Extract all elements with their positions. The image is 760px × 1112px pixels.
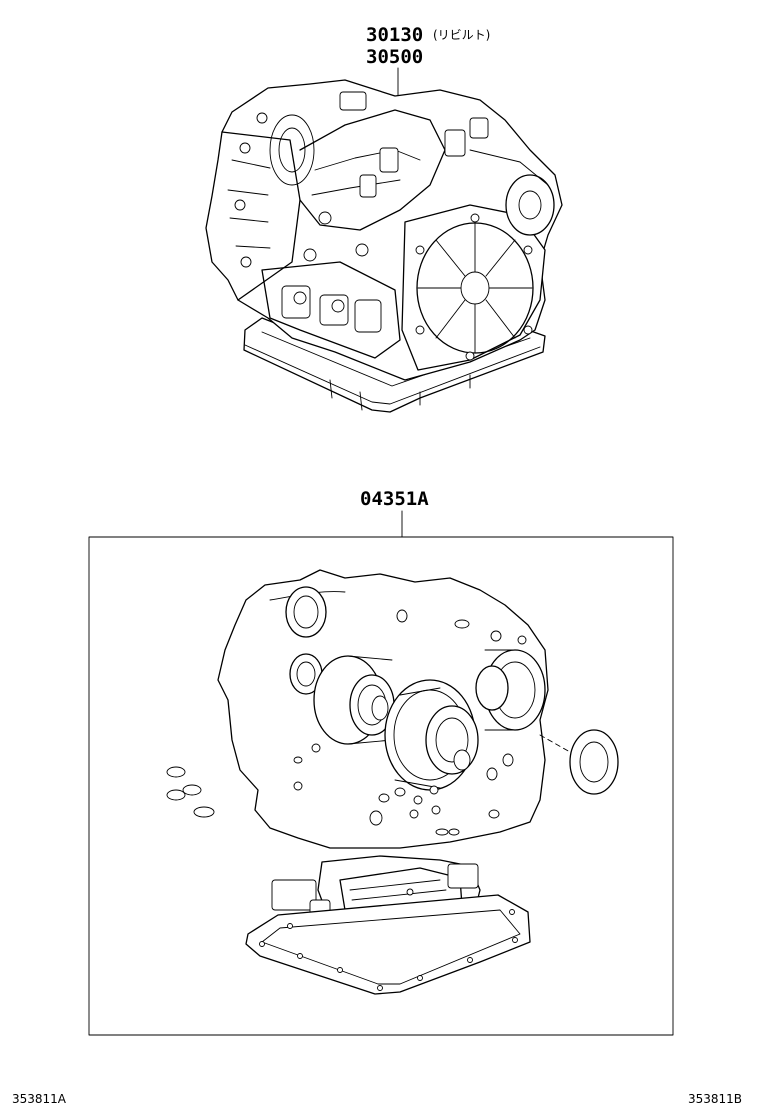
- gasket-kit-drawing[interactable]: [166, 569, 619, 995]
- figure-id-right: 353811B: [688, 1092, 742, 1106]
- kit-frame: [88, 536, 674, 1036]
- part-number-04351A[interactable]: 04351A: [360, 488, 429, 510]
- callout-30130[interactable]: 30130 (リビルト): [366, 24, 490, 46]
- rebuilt-note: (リビルト): [433, 28, 490, 42]
- transaxle-assembly-drawing[interactable]: [205, 79, 563, 413]
- part-number-30500[interactable]: 30500: [366, 46, 423, 68]
- figure-id-left: 353811A: [12, 1092, 67, 1106]
- part-number-30130[interactable]: 30130: [366, 24, 423, 46]
